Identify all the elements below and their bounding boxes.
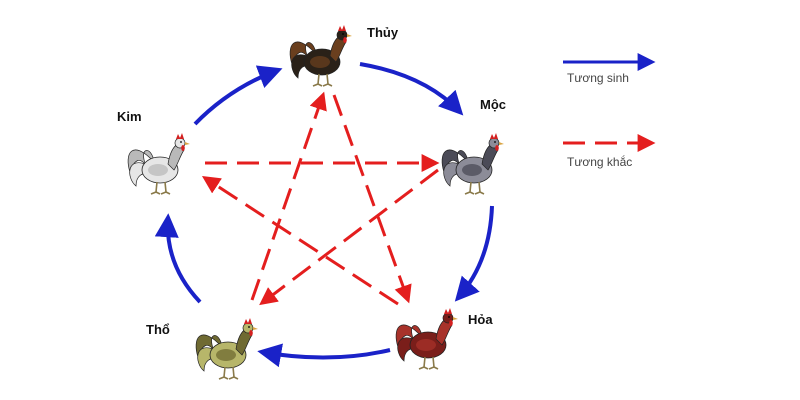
khac-arrow-tho-thuy xyxy=(250,91,327,301)
sinh-arrow-kim-thuy xyxy=(193,65,283,126)
node-label-tho: Thổ xyxy=(146,322,170,337)
node-label-hoa: Hỏa xyxy=(468,312,493,327)
khac-star xyxy=(201,91,440,306)
rooster-icon xyxy=(127,133,190,195)
khac-arrow-moc-tho xyxy=(259,168,439,306)
node-label-moc: Mộc xyxy=(480,97,506,112)
legend-sinh-label: Tương sinh xyxy=(567,71,629,85)
legend-khac-label: Tương khắc xyxy=(567,154,632,169)
rooster-icon xyxy=(441,133,504,195)
rooster-icon xyxy=(289,25,352,87)
rooster-icon xyxy=(195,318,258,380)
sinh-arrow-tho-kim xyxy=(154,213,202,304)
rooster-icon xyxy=(395,308,458,370)
node-label-thuy: Thủy xyxy=(367,25,399,40)
node-label-kim: Kim xyxy=(117,109,142,124)
sinh-cycle xyxy=(154,62,494,368)
sinh-arrow-thuy-moc xyxy=(359,62,464,116)
sinh-arrow-moc-hoa xyxy=(454,205,494,302)
khac-arrow-hoa-kim xyxy=(201,176,399,306)
sinh-arrow-hoa-tho xyxy=(257,343,391,368)
khac-arrow-thuy-hoa xyxy=(332,94,412,304)
legend: Tương sinh Tương khắc xyxy=(563,53,656,169)
